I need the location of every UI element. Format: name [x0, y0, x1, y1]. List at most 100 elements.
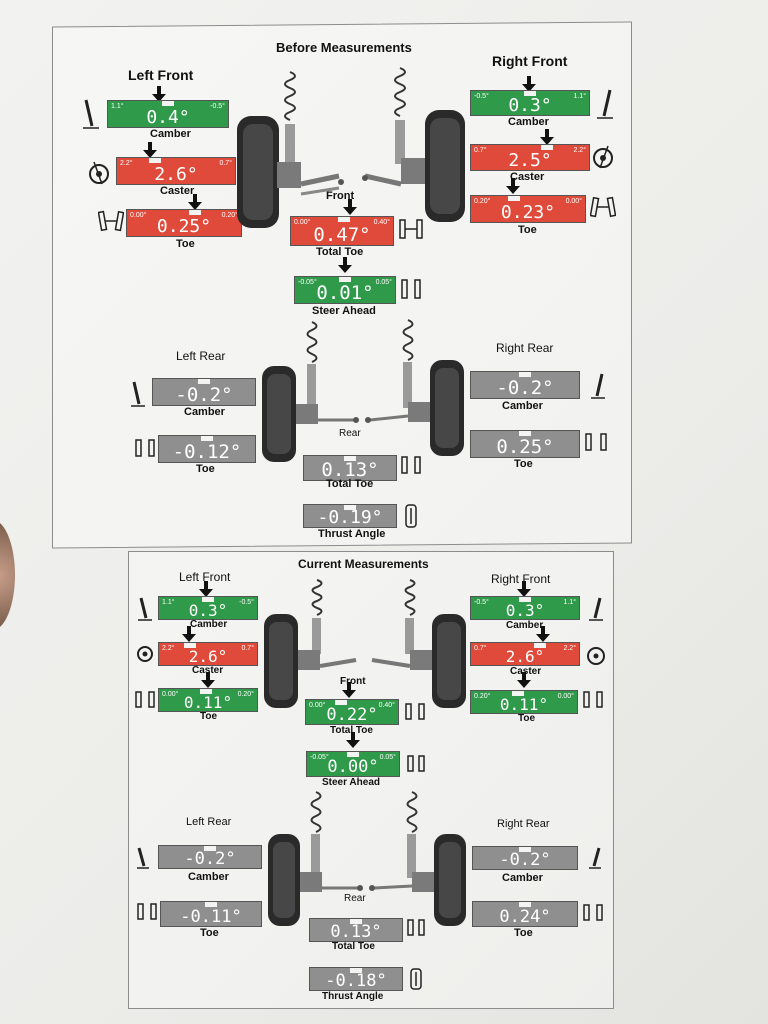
- current-front-label: Front: [340, 676, 366, 687]
- before-lr-camber-label: Camber: [184, 406, 225, 418]
- current-lf-toe-gauge: 0.00° 0.20° 0.11°: [158, 688, 258, 712]
- arrow-down-icon: [506, 178, 520, 194]
- caster-icon: [89, 161, 109, 185]
- before-rr-camber-label: Camber: [502, 400, 543, 412]
- toe-icon: [407, 755, 425, 772]
- arrow-down-icon: [152, 86, 166, 102]
- current-total-toe-label: Total Toe: [330, 725, 373, 736]
- arrow-down-icon: [188, 194, 202, 210]
- finger-shadow: [0, 520, 15, 630]
- before-lf-camber-gauge: 1.1° -0.5° 0.4°: [107, 100, 229, 128]
- arrow-down-icon: [517, 581, 531, 597]
- camber-icon: [83, 99, 99, 129]
- before-steer-ahead-label: Steer Ahead: [312, 305, 376, 317]
- before-lr-toe-gauge: -0.12°: [158, 435, 256, 463]
- arrow-down-icon: [201, 672, 215, 688]
- camber-icon: [589, 847, 601, 869]
- current-rf-camber-label: Camber: [506, 620, 544, 631]
- arrow-down-icon: [342, 682, 356, 698]
- current-left-rear-label: Left Rear: [186, 816, 232, 828]
- caster-icon: [587, 647, 605, 665]
- before-right-front-label: Right Front: [492, 53, 568, 69]
- before-rear-total-toe-gauge: 0.13°: [303, 455, 397, 481]
- toe-icon: [407, 919, 425, 936]
- current-rf-toe-gauge: 0.20° 0.00° 0.11°: [470, 690, 578, 714]
- thrust-angle-icon: [405, 504, 417, 528]
- front-suspension-icon: [264, 579, 466, 708]
- current-thrust-angle-gauge: -0.18°: [309, 967, 403, 991]
- thrust-angle-icon: [410, 968, 422, 990]
- current-lf-camber-label: Camber: [190, 619, 228, 630]
- before-total-toe-label: Total Toe: [316, 246, 364, 258]
- current-right-rear-label: Right Rear: [497, 818, 550, 830]
- toe-icon: [583, 691, 603, 708]
- toe-icon: [399, 219, 423, 239]
- current-lf-caster-gauge: 2.2° 0.7° 2.6°: [158, 642, 258, 666]
- before-front-label: Front: [326, 190, 355, 202]
- before-rr-camber-gauge: -0.2°: [470, 371, 580, 399]
- camber-icon: [597, 89, 613, 119]
- before-thrust-angle-gauge: -0.19°: [303, 504, 397, 528]
- current-rr-toe-label: Toe: [514, 927, 533, 939]
- arrow-down-icon: [338, 257, 352, 273]
- before-rr-toe-label: Toe: [514, 458, 533, 470]
- current-rr-camber-label: Camber: [502, 872, 543, 884]
- before-rf-camber-gauge: -0.5° 1.1° 0.3°: [470, 90, 590, 116]
- before-thrust-angle-label: Thrust Angle: [318, 528, 386, 540]
- caster-icon: [593, 145, 613, 169]
- toe-icon: [590, 196, 616, 218]
- before-lf-toe-gauge: 0.00° 0.20° 0.25°: [126, 209, 242, 237]
- before-lf-toe-label: Toe: [176, 238, 195, 250]
- arrow-down-icon: [343, 199, 357, 215]
- before-lf-camber-label: Camber: [150, 128, 191, 140]
- current-lf-caster-label: Caster: [192, 665, 224, 676]
- before-right-rear-label: Right Rear: [496, 341, 554, 355]
- camber-icon: [589, 597, 603, 621]
- camber-icon: [131, 381, 145, 407]
- arrow-down-icon: [522, 76, 536, 92]
- current-rf-caster-label: Caster: [510, 666, 542, 677]
- current-rear-total-toe-label: Total Toe: [332, 941, 375, 952]
- arrow-down-icon: [143, 142, 157, 158]
- arrow-down-icon: [540, 129, 554, 145]
- before-rear-label: Rear: [339, 428, 361, 439]
- toe-icon: [98, 210, 124, 232]
- before-rf-toe-label: Toe: [518, 224, 537, 236]
- before-rf-toe-gauge: 0.20° 0.00° 0.23°: [470, 195, 586, 223]
- current-left-front-label: Left Front: [179, 570, 231, 584]
- toe-icon: [583, 904, 603, 921]
- current-lr-camber-gauge: -0.2°: [158, 845, 262, 869]
- before-left-front-label: Left Front: [128, 67, 194, 83]
- current-lr-camber-label: Camber: [188, 871, 229, 883]
- current-rf-toe-label: Toe: [518, 713, 536, 724]
- camber-icon: [138, 597, 152, 621]
- front-suspension-icon: [237, 67, 465, 228]
- before-steer-ahead-gauge: -0.05° 0.05° 0.01°: [294, 276, 396, 304]
- toe-icon: [405, 703, 425, 720]
- current-rear-total-toe-gauge: 0.13°: [309, 918, 403, 942]
- rear-suspension-icon: [262, 319, 464, 462]
- toe-icon: [137, 903, 157, 920]
- current-rr-camber-gauge: -0.2°: [472, 846, 578, 870]
- toe-icon: [135, 439, 155, 457]
- current-steer-ahead-label: Steer Ahead: [322, 777, 380, 788]
- before-rr-toe-gauge: 0.25°: [470, 430, 580, 458]
- current-title: Current Measurements: [298, 557, 429, 571]
- toe-icon: [401, 456, 421, 474]
- before-lf-caster-label: Caster: [160, 185, 195, 197]
- rear-suspension-icon: [268, 791, 466, 926]
- caster-icon: [137, 646, 153, 662]
- arrow-down-icon: [199, 581, 213, 597]
- before-lr-toe-label: Toe: [196, 463, 215, 475]
- arrow-down-icon: [182, 626, 196, 642]
- camber-icon: [137, 847, 149, 869]
- before-title: Before Measurements: [276, 40, 412, 55]
- before-lf-caster-gauge: 2.2° 0.7° 2.6°: [116, 157, 236, 185]
- before-left-rear-label: Left Rear: [176, 349, 226, 363]
- current-right-front-label: Right Front: [491, 572, 551, 586]
- toe-icon: [135, 691, 155, 708]
- before-rear-total-toe-label: Total Toe: [326, 478, 374, 490]
- current-rf-caster-gauge: 0.7° 2.2° 2.6°: [470, 642, 580, 666]
- current-rf-camber-gauge: -0.5° 1.1° 0.3°: [470, 596, 580, 620]
- current-lf-toe-label: Toe: [200, 711, 218, 722]
